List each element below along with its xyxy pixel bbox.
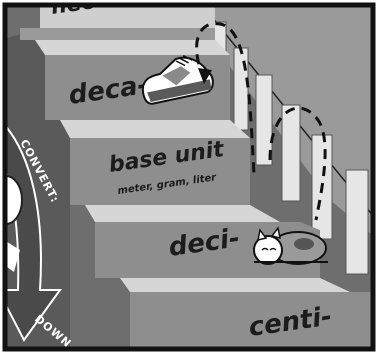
step-deca-tread	[35, 40, 230, 55]
step-deci-tread	[85, 205, 280, 222]
step-centi-tread	[120, 278, 350, 292]
step-base-tread	[60, 120, 250, 138]
step-top-riser	[20, 28, 215, 40]
